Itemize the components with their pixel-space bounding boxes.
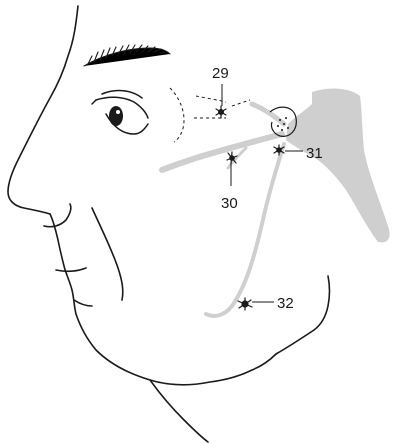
- leader-lines: [222, 84, 303, 302]
- profile-lips-chin: [50, 214, 276, 385]
- label-30: 30: [221, 195, 238, 212]
- label-29: 29: [212, 65, 229, 82]
- nerve-structure: [286, 89, 390, 243]
- profile-neck: [150, 380, 208, 442]
- profile-forehead-nose: [8, 6, 78, 214]
- label-31: 31: [306, 145, 323, 162]
- chin-crease: [74, 300, 92, 306]
- pupil-highlight: [116, 110, 120, 114]
- face-outline: [8, 6, 330, 442]
- callout-labels: 29 30 31 32: [212, 65, 323, 312]
- point-29-marker: [216, 106, 226, 118]
- eye: [92, 91, 148, 134]
- nerve-branch-middle: [162, 134, 282, 170]
- nasolabial-fold: [92, 208, 123, 300]
- label-32: 32: [277, 295, 294, 312]
- nostril: [44, 204, 71, 227]
- nerve-branch-lower: [206, 144, 284, 316]
- iris: [109, 106, 123, 126]
- point-32-marker: [238, 298, 252, 310]
- parotid-gland-shape: [286, 89, 390, 243]
- jaw-line: [276, 276, 330, 354]
- mouth-line: [56, 268, 86, 271]
- eyebrow: [84, 45, 170, 66]
- dashed-muscle-outline: [170, 88, 250, 142]
- eye-lash-mark: [92, 100, 96, 104]
